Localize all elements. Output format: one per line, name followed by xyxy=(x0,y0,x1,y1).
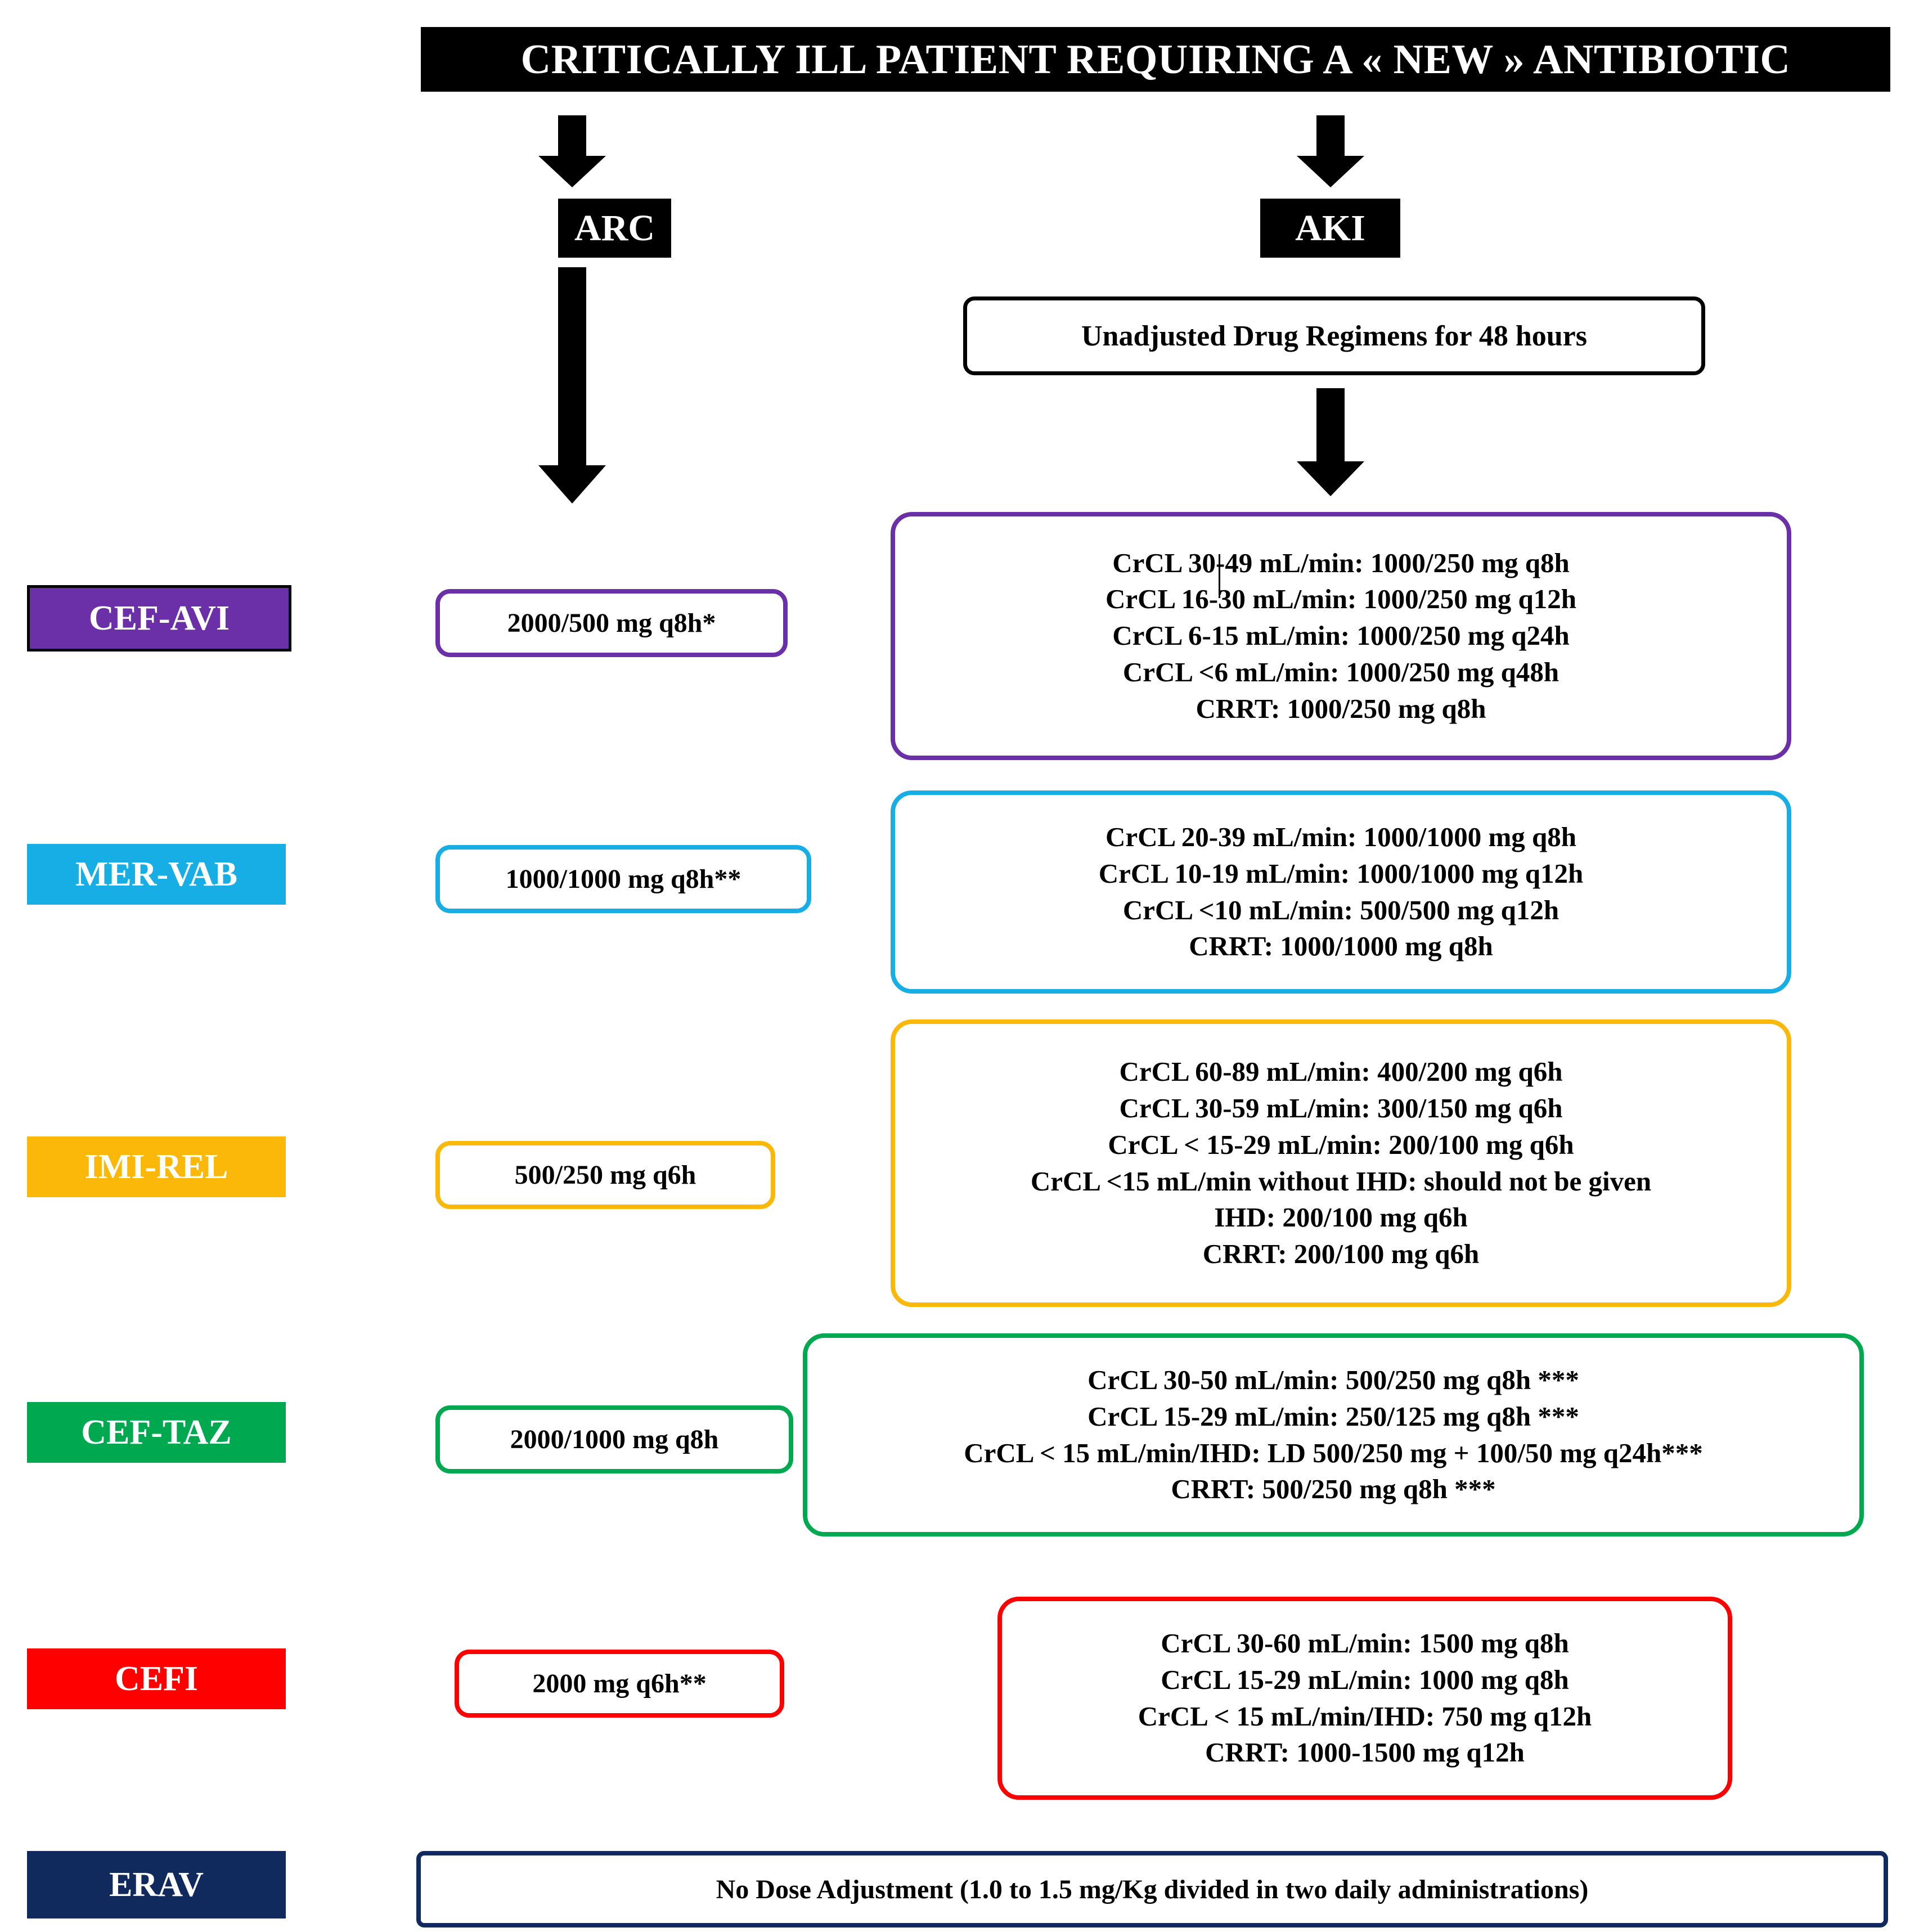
aki-line: CrCL 20-39 mL/min: 1000/1000 mg q8h xyxy=(1105,821,1577,853)
branch-box-arc: ARC xyxy=(558,199,671,258)
aki-line: CrCL < 15-29 mL/min: 200/100 mg q6h xyxy=(1108,1129,1574,1160)
arc-dose-box-mer-vab: 1000/1000 mg q8h** xyxy=(435,845,811,913)
branch-box-aki: AKI xyxy=(1260,199,1400,258)
aki-line: CrCL 30-59 mL/min: 300/150 mg q6h xyxy=(1119,1093,1563,1124)
aki-line: CrCL 16-30 mL/min: 1000/250 mg q12h xyxy=(1105,583,1577,615)
aki-panel-cef-taz: CrCL 30-50 mL/min: 500/250 mg q8h *** Cr… xyxy=(803,1333,1864,1536)
aki-panel-mer-vab: CrCL 20-39 mL/min: 1000/1000 mg q8h CrCL… xyxy=(891,790,1791,994)
arc-dose-mer-vab: 1000/1000 mg q8h** xyxy=(505,864,741,894)
drug-chip-cef-taz: CEF-TAZ xyxy=(27,1402,286,1463)
drug-name-cefi: CEFI xyxy=(114,1660,199,1698)
aki-line: CrCL 15-29 mL/min: 250/125 mg q8h *** xyxy=(1087,1400,1579,1432)
stray-tick-mark xyxy=(1219,554,1220,598)
erav-note-box: No Dose Adjustment (1.0 to 1.5 mg/Kg div… xyxy=(416,1851,1888,1927)
arc-dose-imi-rel: 500/250 mg q6h xyxy=(514,1160,696,1190)
aki-line: CrCL 10-19 mL/min: 1000/1000 mg q12h xyxy=(1098,857,1584,889)
aki-line: CRRT: 500/250 mg q8h *** xyxy=(1171,1473,1496,1505)
arrow-down-to-arc xyxy=(538,115,606,187)
drug-chip-erav: ERAV xyxy=(27,1851,286,1918)
aki-line: CrCL < 15 mL/min/IHD: 750 mg q12h xyxy=(1138,1700,1592,1732)
aki-line: CrCL 30-50 mL/min: 500/250 mg q8h *** xyxy=(1087,1364,1579,1396)
page-title-banner: CRITICALLY ILL PATIENT REQUIRING A « NEW… xyxy=(421,27,1890,92)
aki-panel-cefi: CrCL 30-60 mL/min: 1500 mg q8h CrCL 15-2… xyxy=(997,1597,1732,1800)
aki-line: CRRT: 1000-1500 mg q12h xyxy=(1205,1737,1525,1768)
arc-dose-box-cefi: 2000 mg q6h** xyxy=(455,1650,784,1718)
aki-line: CRRT: 1000/1000 mg q8h xyxy=(1189,931,1493,962)
branch-label-arc: ARC xyxy=(574,207,655,249)
drug-chip-cefi: CEFI xyxy=(27,1648,286,1709)
arc-dose-box-cef-avi: 2000/500 mg q8h* xyxy=(435,589,788,657)
aki-line: IHD: 200/100 mg q6h xyxy=(1214,1202,1468,1233)
arc-dose-box-cef-taz: 2000/1000 mg q8h xyxy=(435,1405,793,1473)
unadjusted-regimen-text: Unadjusted Drug Regimens for 48 hours xyxy=(1081,320,1587,352)
aki-line: CRRT: 200/100 mg q6h xyxy=(1202,1238,1480,1269)
unadjusted-regimen-box: Unadjusted Drug Regimens for 48 hours xyxy=(963,296,1705,375)
aki-line: CrCL 30-60 mL/min: 1500 mg q8h xyxy=(1161,1628,1569,1659)
aki-line: CrCL 60-89 mL/min: 400/200 mg q6h xyxy=(1119,1056,1563,1088)
aki-line: CrCL 15-29 mL/min: 1000 mg q8h xyxy=(1161,1664,1569,1695)
arc-dose-box-imi-rel: 500/250 mg q6h xyxy=(435,1141,775,1209)
drug-name-mer-vab: MER-VAB xyxy=(75,855,238,893)
arc-dose-cefi: 2000 mg q6h** xyxy=(532,1669,707,1699)
aki-line: CrCL < 15 mL/min/IHD: LD 500/250 mg + 10… xyxy=(964,1437,1703,1468)
arc-dose-cef-avi: 2000/500 mg q8h* xyxy=(507,608,716,638)
aki-panel-imi-rel: CrCL 60-89 mL/min: 400/200 mg q6h CrCL 3… xyxy=(891,1019,1791,1307)
arc-dose-cef-taz: 2000/1000 mg q8h xyxy=(510,1425,719,1454)
page-title: CRITICALLY ILL PATIENT REQUIRING A « NEW… xyxy=(520,36,1791,83)
drug-chip-imi-rel: IMI-REL xyxy=(27,1136,286,1197)
aki-line: CrCL 30-49 mL/min: 1000/250 mg q8h xyxy=(1112,547,1570,578)
aki-line: CrCL 6-15 mL/min: 1000/250 mg q24h xyxy=(1112,620,1570,652)
arrow-down-aki-to-panels xyxy=(1297,388,1364,496)
erav-note-text: No Dose Adjustment (1.0 to 1.5 mg/Kg div… xyxy=(716,1874,1589,1904)
aki-line: CrCL <15 mL/min without IHD: should not … xyxy=(1030,1165,1652,1197)
drug-name-erav: ERAV xyxy=(109,1866,204,1904)
drug-name-imi-rel: IMI-REL xyxy=(84,1148,228,1186)
aki-line: CRRT: 1000/250 mg q8h xyxy=(1196,693,1486,724)
arrow-down-to-aki xyxy=(1297,115,1364,187)
branch-label-aki: AKI xyxy=(1295,207,1365,249)
drug-name-cef-avi: CEF-AVI xyxy=(88,599,230,637)
aki-line: CrCL <10 mL/min: 500/500 mg q12h xyxy=(1122,894,1560,925)
arrow-down-arc-to-doses xyxy=(538,267,606,504)
drug-name-cef-taz: CEF-TAZ xyxy=(81,1413,232,1452)
aki-panel-cef-avi: CrCL 30-49 mL/min: 1000/250 mg q8h CrCL … xyxy=(891,512,1791,760)
drug-chip-cef-avi: CEF-AVI xyxy=(27,585,291,652)
aki-line: CrCL <6 mL/min: 1000/250 mg q48h xyxy=(1122,656,1560,688)
drug-chip-mer-vab: MER-VAB xyxy=(27,844,286,905)
